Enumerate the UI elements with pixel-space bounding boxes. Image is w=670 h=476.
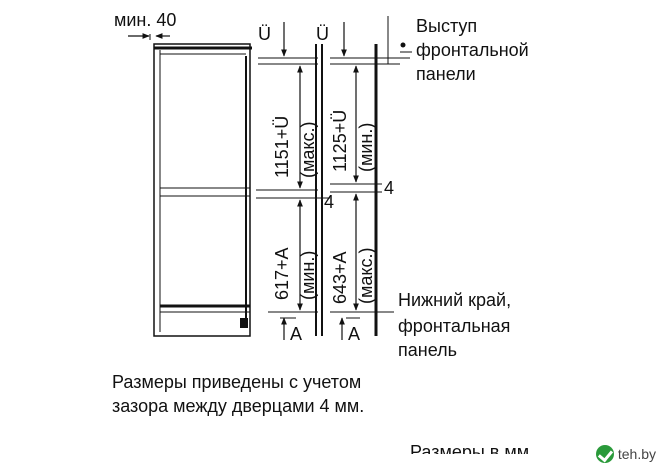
upper-right-sub-label: (мин.) [356,123,376,172]
a-right-marker: A [339,317,360,344]
min-side-label: мин. 40 [114,10,176,30]
callout-top-line1: Выступ [416,16,477,36]
lower-right-main-label: 643+A [330,251,350,304]
left-door-frame [256,44,330,336]
foot-icon [240,318,248,328]
callout-bottom: Нижний край, фронтальная панель [376,290,511,360]
upper-left-dimension: 1151+Ü (макс.) [272,65,318,189]
watermark: teh.by [589,443,662,465]
callout-bottom-line2: фронтальная [398,316,510,336]
check-logo-icon [595,445,614,463]
min-side-dimension: мин. 40 [114,10,176,40]
offset-mid-label: 4 [324,192,334,212]
watermark-text: teh.by [617,446,656,462]
u-right-marker: Ü [316,22,347,57]
callout-top-dot-icon [400,42,406,48]
lower-left-main-label: 617+A [272,247,292,300]
note-line-1: Размеры приведены с учетом [112,372,362,392]
appliance-body [160,56,250,328]
offset-top-label: 4 [384,178,394,198]
note-line-3-cut: Размеры в мм [410,442,530,454]
lower-right-sub-label: (макс.) [356,248,376,304]
dimension-note: Размеры приведены с учетом зазора между … [112,370,532,418]
a-left-label: A [290,324,302,344]
u-left-label: Ü [258,24,271,44]
callout-bottom-line1: Нижний край, [398,290,511,310]
niche-outline [153,43,252,337]
upper-right-dimension: 1125+Ü (мин.) [330,65,376,183]
a-left-marker: A [281,317,302,344]
callout-top-line3: панели [416,64,476,84]
right-door-frame [321,44,400,336]
upper-right-main-label: 1125+Ü [330,110,350,172]
callout-top-line2: фронтальной [416,40,529,60]
callout-top: Выступ фронтальной панели [376,16,529,84]
upper-left-main-label: 1151+Ü [272,116,292,178]
upper-left-sub-label: (макс.) [298,122,318,178]
callout-bottom-line3: панель [398,340,457,360]
lower-left-sub-label: (мин.) [298,251,318,300]
u-left-marker: Ü [258,22,287,57]
u-right-label: Ü [316,24,329,44]
lower-left-dimension: 617+A (мин.) [272,199,318,311]
lower-right-dimension: 643+A (макс.) [330,193,376,311]
note-line-2: зазора между дверцами 4 мм. [112,396,365,416]
a-right-label: A [348,324,360,344]
